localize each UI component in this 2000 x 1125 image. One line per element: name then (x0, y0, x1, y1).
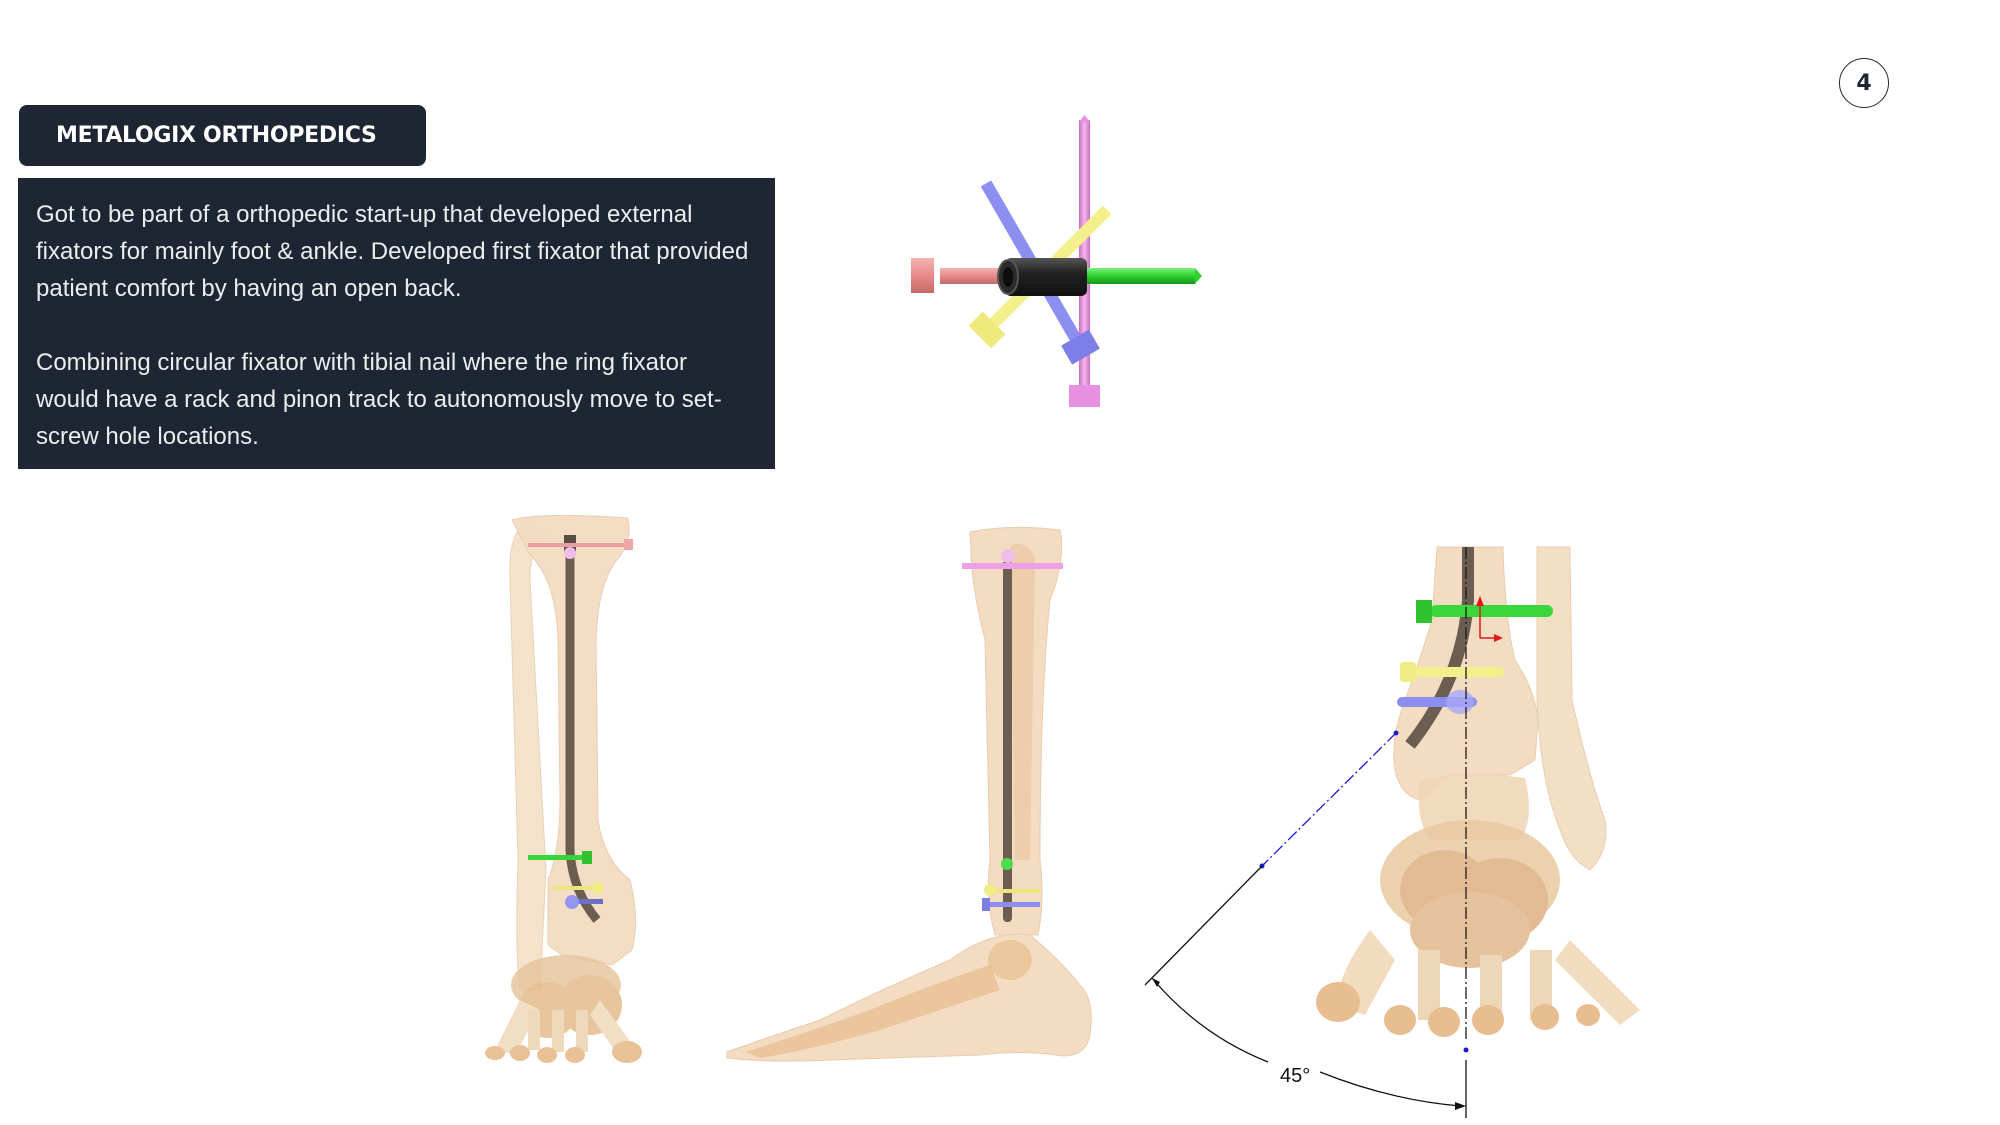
section-title-badge: METALOGIX ORTHOPEDICS (19, 105, 426, 166)
tibial-nail-lateral (1003, 560, 1012, 922)
red-screw-icon (911, 258, 1005, 293)
section-title: METALOGIX ORTHOPEDICS (56, 123, 377, 148)
pink-red-screw (528, 543, 628, 547)
green-screw (528, 855, 583, 860)
green-screw-icon (1080, 268, 1202, 284)
pink-screw-lateral (962, 563, 1063, 569)
angle-label: 45° (1280, 1065, 1310, 1087)
ankle-detail-view: 45° (1144, 546, 1640, 1118)
axis-model-illustration (911, 115, 1202, 407)
fibula-detail-shape (1536, 546, 1607, 871)
yellow-screw (553, 886, 593, 890)
yellow-screw-detail (1412, 667, 1504, 677)
description-paragraph-2: Combining circular fixator with tibial n… (36, 349, 722, 450)
green-screw-detail (1430, 605, 1553, 617)
lateral-leg-view (726, 526, 1092, 1062)
blue-screw (573, 899, 603, 904)
coordinate-axis-icon (1476, 596, 1503, 642)
tibial-nail (565, 540, 601, 923)
nail-sleeve-icon (997, 258, 1087, 296)
foot-detail-bones (1316, 820, 1640, 1037)
page-number-badge: 4 (1839, 58, 1889, 108)
foot-bones (485, 955, 642, 1063)
description-panel: Got to be part of a orthopedic start-up … (18, 178, 775, 469)
angle-reference-line (1261, 732, 1397, 867)
yellow-screw-lateral (990, 889, 1040, 893)
blue-screw-lateral (985, 902, 1040, 907)
pink-screw-icon (1069, 115, 1100, 407)
description-paragraph-1: Got to be part of a orthopedic start-up … (36, 201, 749, 302)
page-number: 4 (1856, 70, 1872, 96)
anterior-leg-view (485, 514, 642, 1063)
angle-arc (1151, 977, 1269, 1063)
green-screw-end (1001, 858, 1013, 870)
fibula-shape (509, 524, 547, 991)
